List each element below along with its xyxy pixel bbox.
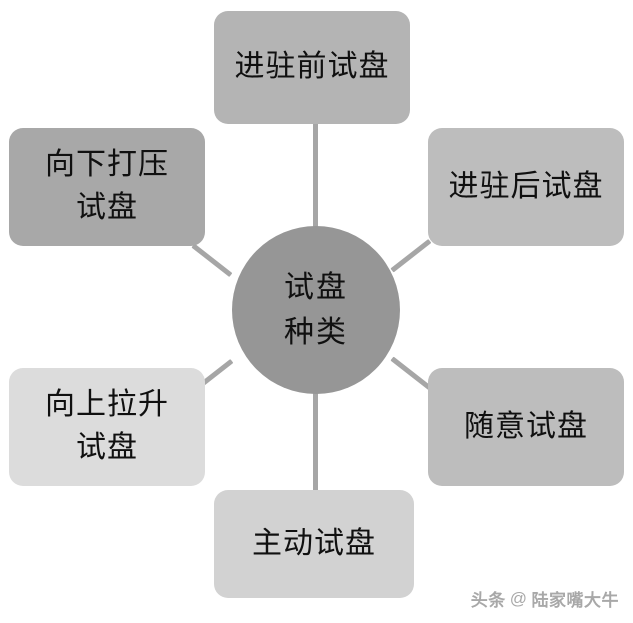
node-box-jinzhuqian-shipan[interactable]: 进驻前试盘 [214, 11, 410, 124]
node-label: 进驻后试盘 [448, 169, 604, 203]
watermark: 头条 @ 陆家嘴大牛 [471, 586, 619, 611]
node-label: 向下打压 试盘 [45, 148, 169, 224]
node-box-jinzhuhou-shipan[interactable]: 进驻后试盘 [428, 128, 624, 246]
watermark-brand: 头条 [470, 591, 506, 610]
node-box-xiangxia-daya-shipan[interactable]: 向下打压 试盘 [9, 128, 205, 246]
center-hub-shipan-zhonglei[interactable]: 试盘 种类 [232, 226, 400, 394]
node-box-zhudong-shipan[interactable]: 主动试盘 [214, 490, 414, 598]
connector-center-to-lower-right [390, 356, 432, 391]
node-label: 随意试盘 [464, 409, 588, 443]
node-label: 向上拉升 试盘 [45, 388, 169, 464]
at-sign-icon: @ [509, 588, 528, 608]
node-box-xiangshang-lasheng-shipan[interactable]: 向上拉升 试盘 [9, 368, 205, 486]
connector-center-to-bottom [313, 386, 318, 498]
connector-center-to-upper-left [191, 243, 233, 278]
connector-center-to-upper-right [390, 238, 432, 273]
watermark-username: 陆家嘴大牛 [531, 591, 619, 610]
node-label: 主动试盘 [252, 526, 376, 560]
node-label: 进驻前试盘 [234, 50, 390, 84]
connector-center-to-top [313, 118, 318, 234]
node-box-suiyi-shipan[interactable]: 随意试盘 [428, 368, 624, 486]
center-hub-label: 试盘 种类 [284, 271, 348, 349]
